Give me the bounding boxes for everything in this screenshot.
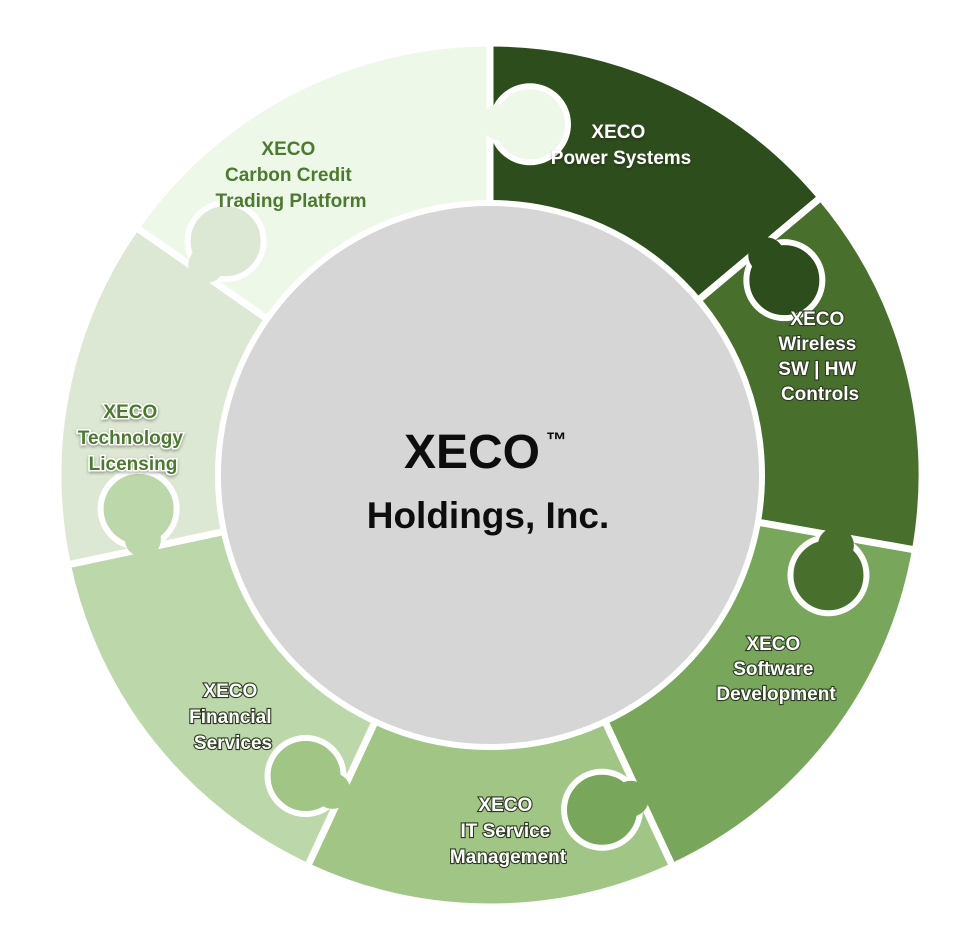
label-line: Carbon Credit: [225, 165, 352, 186]
puzzle-knob: [561, 768, 649, 851]
puzzle-knob: [184, 200, 267, 284]
label-line: Controls: [781, 384, 859, 405]
segment-label-power-systems: XECO Power Systems: [551, 122, 691, 169]
label-line: Technology: [78, 428, 184, 449]
center-trademark: ™: [546, 429, 567, 452]
puzzle-knob: [743, 237, 826, 322]
label-line: XECO: [478, 795, 532, 816]
segment-label-it-service-management: XECO IT Service Management: [450, 795, 567, 868]
puzzle-knob: [264, 734, 351, 817]
label-line: Power Systems: [551, 148, 691, 169]
knob-neck: [817, 527, 854, 564]
puzzle-knob: [481, 83, 571, 166]
center-disk: [215, 200, 765, 750]
knob-neck: [481, 104, 518, 141]
label-line: XECO: [203, 681, 257, 702]
segment-label-technology-licensing: XECO Technology Licensing: [78, 402, 189, 475]
label-line: Services: [194, 733, 272, 754]
label-line: XECO: [591, 122, 645, 143]
puzzle-connectors: [97, 83, 870, 851]
label-line: XECO: [261, 139, 315, 160]
label-line: XECO: [790, 309, 844, 330]
label-line: SW | HW: [778, 359, 856, 380]
center-brand-text: XECO: [404, 426, 540, 479]
label-line: Development: [716, 684, 836, 705]
label-line: Licensing: [89, 454, 178, 475]
segment-labels: XECO Power Systems XECO Wireless SW | HW…: [76, 122, 861, 869]
label-line: XECO: [103, 402, 157, 423]
label-line: Trading Platform: [216, 191, 367, 212]
segment-label-financial-services: XECO Financial Services: [189, 681, 277, 754]
knob-neck: [748, 237, 785, 274]
knob-neck: [124, 521, 161, 558]
label-line: Financial: [189, 707, 271, 728]
label-line: Software: [733, 659, 813, 680]
center-title: XECO ™ Holdings, Inc.: [367, 426, 610, 536]
segment-label-software-development: XECO Software Development: [716, 634, 836, 705]
label-line: XECO: [746, 634, 800, 655]
knob-neck: [612, 780, 649, 817]
label-line: IT Service: [460, 821, 550, 842]
knob-neck: [314, 772, 351, 809]
segment-label-wireless-controls: XECO Wireless SW | HW Controls: [778, 309, 861, 405]
segment-label-carbon-credit: XECO Carbon Credit Trading Platform: [216, 139, 367, 212]
knob-neck: [188, 247, 225, 284]
puzzle-knob: [97, 467, 180, 558]
label-line: Wireless: [778, 334, 856, 355]
puzzle-knob: [787, 527, 870, 617]
label-line: Management: [450, 847, 567, 868]
center-subtitle: Holdings, Inc.: [367, 495, 610, 536]
